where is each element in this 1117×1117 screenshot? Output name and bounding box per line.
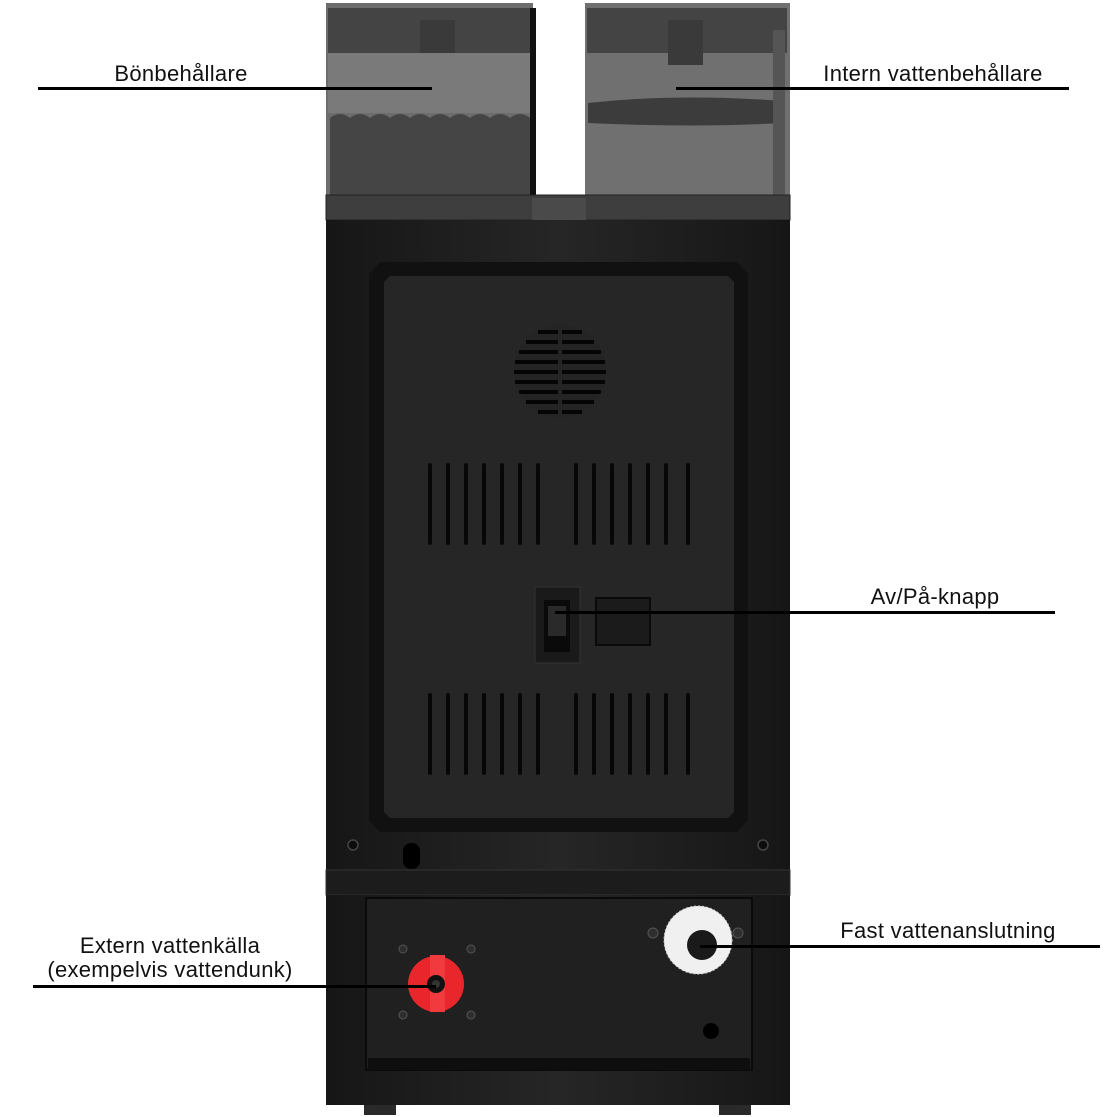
leader-line-external-water bbox=[33, 985, 436, 988]
internal-water-tank bbox=[585, 3, 790, 195]
label-fixed-water-connection: Fast vattenanslutning bbox=[840, 918, 1056, 943]
label-bean-hopper: Bönbehållare bbox=[114, 61, 248, 86]
ventilation-slots bbox=[428, 463, 690, 775]
fixed-water-fitting[interactable] bbox=[663, 905, 733, 975]
leader-line-power-switch bbox=[555, 611, 1055, 614]
label-power-switch: Av/På-knapp bbox=[870, 584, 1000, 609]
external-water-valve[interactable] bbox=[408, 955, 464, 1012]
leader-line-fixed-water bbox=[700, 945, 1100, 948]
leader-line-bean-hopper bbox=[38, 87, 432, 90]
label-external-water-line2: (exempelvis vattendunk) bbox=[47, 957, 293, 982]
leader-line-internal-water-tank bbox=[676, 87, 1069, 90]
label-external-water-line1: Extern vattenkälla bbox=[79, 933, 261, 958]
label-internal-water-tank: Intern vattenbehållare bbox=[823, 61, 1043, 86]
power-switch[interactable] bbox=[534, 586, 581, 664]
bean-hopper bbox=[326, 3, 536, 196]
speaker-grille-icon bbox=[514, 325, 606, 418]
